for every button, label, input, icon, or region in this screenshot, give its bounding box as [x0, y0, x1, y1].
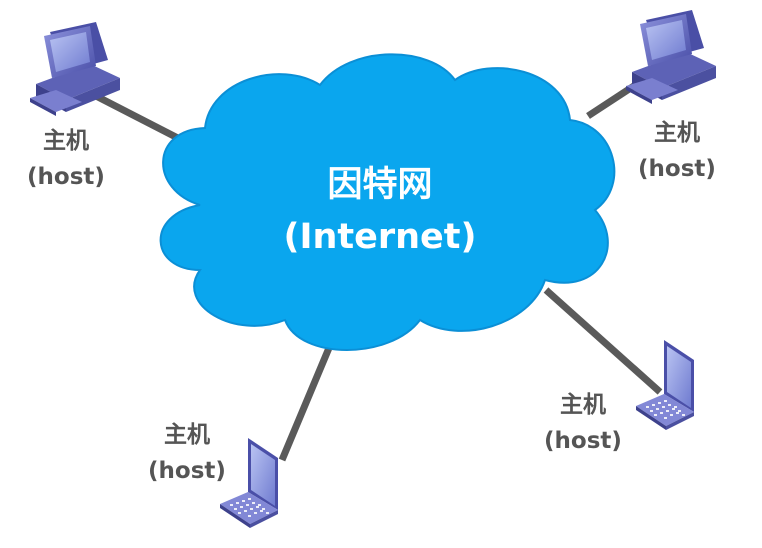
host-bottom-left: 主机 (host) — [148, 422, 278, 528]
laptop-icon — [220, 438, 278, 528]
laptop-icon — [636, 340, 694, 430]
internet-cloud: 因特网 (Internet) — [159, 53, 616, 351]
desktop-computer-icon — [626, 10, 716, 104]
host-sublabel: (host) — [544, 428, 622, 454]
host-sublabel: (host) — [148, 458, 226, 484]
link-bottom-left — [278, 334, 338, 462]
cloud-subtitle: (Internet) — [283, 217, 476, 257]
host-sublabel: (host) — [638, 156, 716, 182]
host-label: 主机 — [560, 392, 606, 418]
host-sublabel: (host) — [27, 164, 105, 190]
host-bottom-right: 主机 (host) — [544, 340, 694, 454]
host-top-right: 主机 (host) — [626, 10, 716, 182]
host-label: 主机 — [43, 128, 89, 154]
host-top-left: 主机 (host) — [27, 22, 120, 190]
cloud-title: 因特网 — [327, 165, 432, 205]
link-bottom-right — [543, 287, 663, 395]
host-label: 主机 — [654, 120, 700, 146]
host-label: 主机 — [164, 422, 210, 448]
